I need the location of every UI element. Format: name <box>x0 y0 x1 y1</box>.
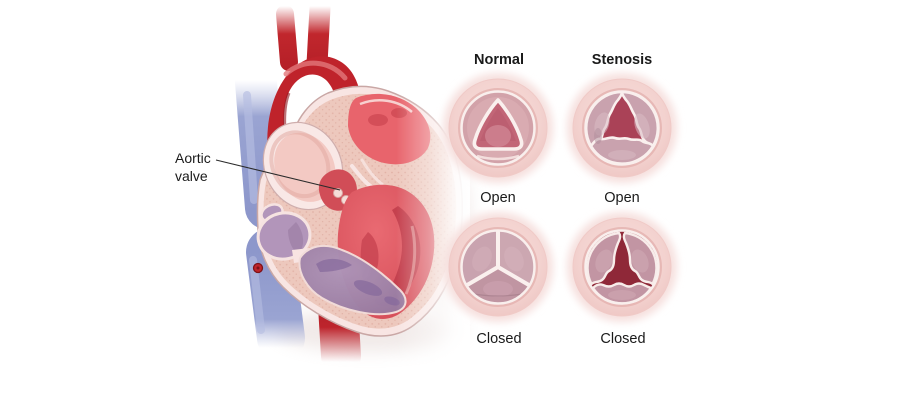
column-header-stenosis: Stenosis <box>591 52 653 68</box>
coronary-artery-icon <box>252 262 264 274</box>
column-header-normal: Normal <box>474 52 524 68</box>
state-label-normal-closed: Closed <box>476 331 522 347</box>
state-label-stenosis-open: Open <box>604 190 640 206</box>
right-atrium-icon <box>256 203 312 261</box>
state-label-stenosis-closed: Closed <box>600 331 646 347</box>
state-label-normal-open: Open <box>480 190 516 206</box>
valve-normal-open <box>443 73 553 183</box>
aortic-valve-pointer-line <box>215 159 341 191</box>
valve-stenosis-closed <box>567 212 677 322</box>
aortic-valve-label: Aortic valve <box>175 150 211 184</box>
valve-stenosis-open <box>567 73 677 183</box>
heart-illustration <box>215 0 472 376</box>
valve-normal-closed <box>443 212 553 322</box>
